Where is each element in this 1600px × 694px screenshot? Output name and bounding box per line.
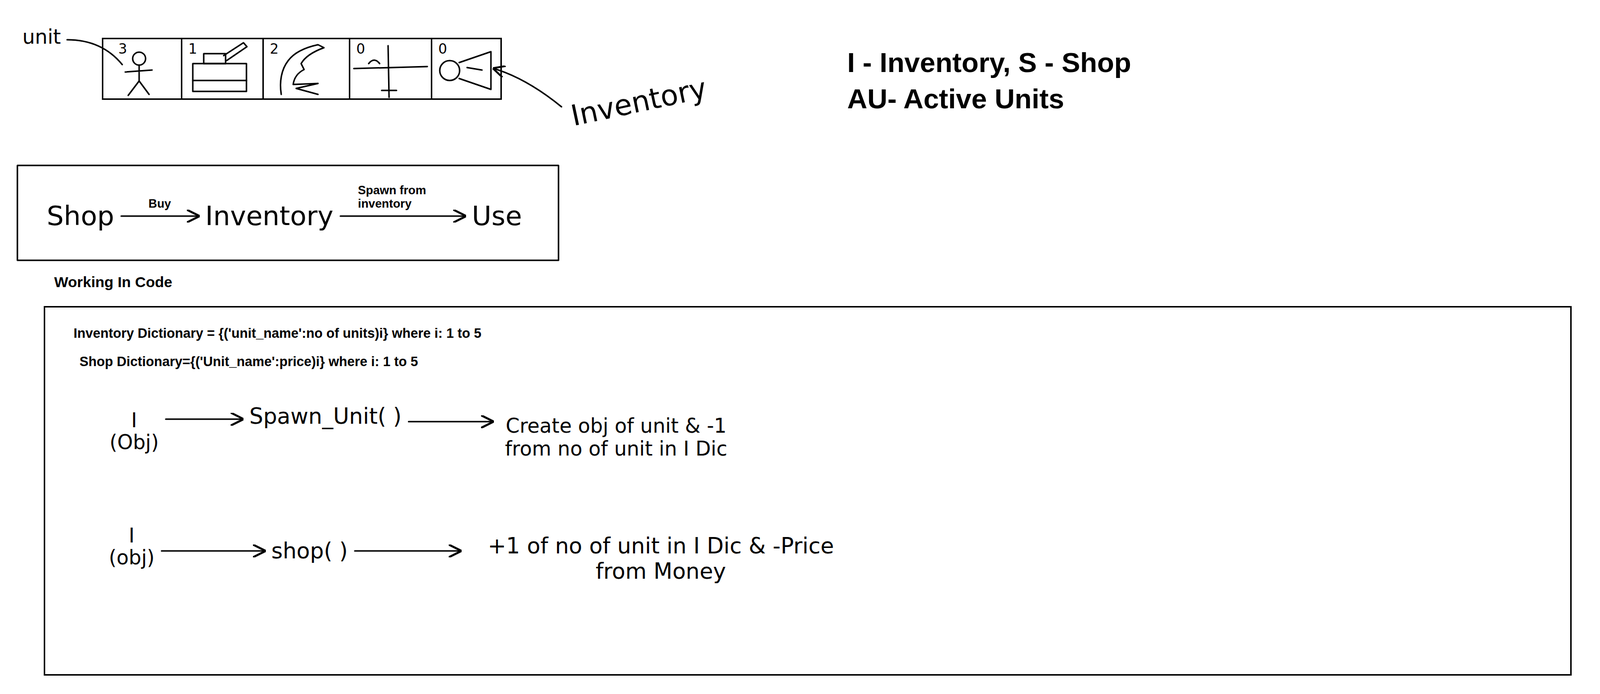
unit-count: 0 <box>438 41 501 58</box>
dictionary-definition: Inventory Dictionary = {('unit_name':no … <box>73 325 1572 342</box>
callout-label: unit <box>22 24 62 49</box>
step-label: Use <box>472 200 523 232</box>
step-label: Inventory <box>205 200 334 232</box>
panel-heading: Working In Code <box>54 273 1572 292</box>
code-step: I (Obj) <box>105 405 163 458</box>
code-panel: Working In CodeInventory Dictionary = {(… <box>43 273 1572 676</box>
step-label: +1 of no of unit in I Dic & -Price from … <box>467 533 855 584</box>
soldier-head <box>132 52 146 66</box>
arrow-label: Spawn from inventory <box>356 182 449 212</box>
flow-arrow <box>165 418 243 420</box>
code-step: I (obj) <box>104 520 159 573</box>
inventory-slot: 0 <box>430 37 502 100</box>
label-slot: Buy <box>147 196 173 212</box>
code-step: Spawn_Unit( ) <box>245 400 406 434</box>
code-step: +1 of no of unit in I Dic & -Price from … <box>463 529 859 588</box>
inventory-slot: 3 <box>101 37 183 100</box>
step-label: I (obj) <box>108 524 155 569</box>
label-slot: Inventory <box>567 71 710 134</box>
step-label: I (Obj) <box>109 409 159 454</box>
step-label: Shop <box>46 200 115 232</box>
claw-unit <box>280 44 324 95</box>
tank-barrel <box>223 42 247 61</box>
label-slot: unit <box>22 24 62 49</box>
flow-arrow <box>161 550 265 553</box>
soldier-figure <box>125 65 153 96</box>
inventory-slot: 2 <box>262 37 351 100</box>
tank-turret <box>203 53 226 64</box>
unit-count: 2 <box>269 41 349 58</box>
unit-count: 1 <box>188 41 263 58</box>
flow-arrow <box>408 420 493 423</box>
label-slot: I - Inventory, S - Shop <box>847 45 1131 80</box>
tank-track <box>192 80 247 82</box>
cannon-barrel <box>459 51 491 90</box>
flow-arrow <box>340 215 466 218</box>
dictionary-definition: Shop Dictionary={('Unit_name':price)i} w… <box>79 353 1572 370</box>
inventory-slot: 1 <box>180 37 264 100</box>
step-label: Spawn_Unit( ) <box>249 403 402 430</box>
code-step: Create obj of unit & -1 from no of unit … <box>495 410 737 465</box>
legend-note: I - Inventory, S - Shop <box>847 45 1131 80</box>
unit-count: 0 <box>356 41 431 58</box>
callout-arrow <box>493 68 562 107</box>
step-label: shop( ) <box>271 538 348 564</box>
flow-step: Shop <box>42 196 119 236</box>
flow-arrow <box>121 215 199 218</box>
label-slot: AU- Active Units <box>847 81 1065 116</box>
flow-step: Use <box>468 196 527 236</box>
arrow-label: Buy <box>147 196 173 212</box>
tank-body <box>192 63 247 92</box>
flow-step: Inventory <box>201 196 338 236</box>
label-slot: Spawn from inventory <box>356 182 449 212</box>
legend-note: AU- Active Units <box>847 81 1065 116</box>
cannon-wheel <box>439 60 460 81</box>
leader-line <box>67 39 123 65</box>
unit-count: 3 <box>118 41 181 58</box>
code-step: shop( ) <box>267 534 352 568</box>
flow-frame <box>17 165 559 261</box>
step-label: Create obj of unit & -1 from no of unit … <box>499 414 733 461</box>
flow-arrow <box>354 550 461 553</box>
callout-label: Inventory <box>567 71 710 134</box>
inventory-slot: 0 <box>348 37 433 100</box>
